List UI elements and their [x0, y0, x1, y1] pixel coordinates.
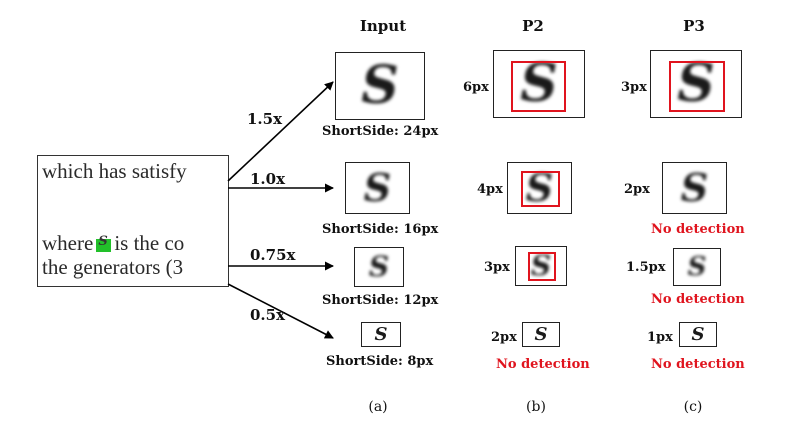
- input-size-12px: ShortSide: 12px: [322, 293, 439, 308]
- scale-label-0-75x: 0.75x: [250, 246, 296, 264]
- highlighted-glyph: S: [96, 234, 112, 252]
- p3-label-3px: 3px: [621, 80, 647, 95]
- p3-label-1-5px: 1.5px: [626, 260, 666, 275]
- p3-crop-3px: S: [650, 50, 742, 118]
- input-glyph-24px: S: [361, 55, 399, 116]
- source-line-1: which has satisfy: [42, 159, 187, 183]
- input-crop-24px: S: [335, 52, 425, 120]
- caption-b: (b): [526, 399, 546, 415]
- p3-label-1px: 1px: [647, 330, 673, 345]
- p3-no-detection-1px: No detection: [651, 357, 745, 372]
- p2-detection-box-3px: [528, 252, 556, 281]
- source-line-3: the generators (3: [42, 255, 184, 279]
- header-p2: P2: [522, 17, 544, 35]
- p2-label-3px: 3px: [484, 260, 510, 275]
- input-size-8px: ShortSide: 8px: [326, 354, 434, 369]
- p2-label-4px: 4px: [477, 182, 503, 197]
- p2-detection-box-4px: [521, 171, 560, 207]
- input-crop-12px: S: [354, 247, 404, 287]
- p2-crop-3px: S: [515, 246, 567, 286]
- input-size-16px: ShortSide: 16px: [322, 222, 439, 237]
- caption-a: (a): [368, 399, 388, 415]
- p3-crop-2px: S: [662, 162, 727, 214]
- input-crop-8px: S: [361, 322, 401, 347]
- p2-no-detection-2px: No detection: [496, 357, 590, 372]
- p3-no-detection-2px: No detection: [651, 222, 745, 237]
- highlighted-glyph-letter: S: [98, 233, 108, 249]
- input-glyph-12px: S: [368, 250, 390, 283]
- p3-crop-1-5px: S: [673, 248, 721, 286]
- arrow-1-5x: [227, 81, 334, 182]
- p3-glyph-2px: S: [680, 165, 709, 210]
- scale-label-1-5x: 1.5x: [247, 110, 283, 128]
- p2-detection-box-6px: [511, 61, 566, 112]
- header-input: Input: [359, 17, 407, 35]
- p2-glyph-2px: S: [534, 324, 548, 345]
- p3-crop-1px: S: [679, 322, 717, 347]
- p2-crop-2px: S: [522, 322, 560, 347]
- p3-no-detection-1-5px: No detection: [651, 292, 745, 307]
- p3-detection-box-3px: [669, 61, 725, 112]
- caption-c: (c): [683, 399, 703, 415]
- scale-label-1-0x: 1.0x: [250, 170, 286, 188]
- scale-label-0-5x: 0.5x: [250, 306, 286, 324]
- p2-label-2px: 2px: [491, 330, 517, 345]
- p2-glyph-6px: S: [520, 53, 558, 114]
- p2-crop-6px: S: [493, 50, 585, 118]
- p3-glyph-3px: S: [677, 53, 715, 114]
- source-line-2-end: is the co: [114, 231, 185, 255]
- input-glyph-8px: S: [374, 324, 388, 345]
- input-glyph-16px: S: [363, 165, 392, 210]
- input-crop-16px: S: [345, 162, 410, 214]
- p2-crop-4px: S: [507, 162, 572, 214]
- p3-glyph-1px: S: [691, 324, 705, 345]
- p3-label-2px: 2px: [624, 182, 650, 197]
- p2-glyph-3px: S: [530, 249, 552, 282]
- header-p3: P3: [683, 17, 705, 35]
- input-size-24px: ShortSide: 24px: [322, 124, 439, 139]
- p3-glyph-1-5px: S: [687, 252, 707, 282]
- p2-label-6px: 6px: [463, 80, 489, 95]
- source-line-2-start: where: [42, 231, 94, 255]
- arrow-0-5x: [227, 283, 334, 339]
